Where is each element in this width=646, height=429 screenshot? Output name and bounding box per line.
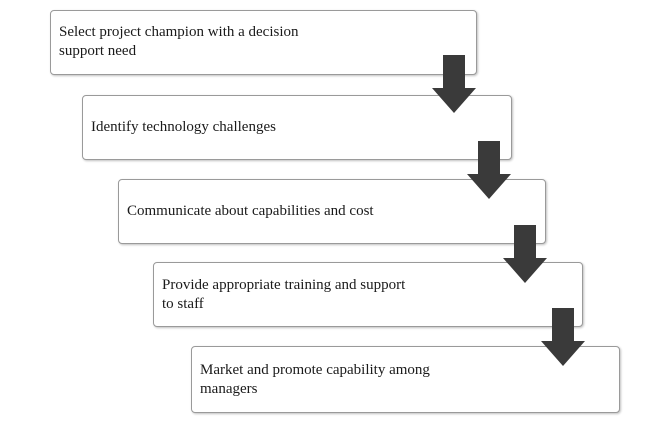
step-label: Select project champion with a decision … (59, 24, 299, 59)
step-communicate-capabilities: Communicate about capabilities and cost (118, 179, 546, 244)
down-arrow-icon (503, 225, 547, 283)
step-identify-technology-challenges: Identify technology challenges (82, 95, 512, 160)
step-provide-training: Provide appropriate training and support… (153, 262, 583, 327)
step-select-project-champion: Select project champion with a decision … (50, 10, 477, 75)
step-market-capability: Market and promote capability among mana… (191, 346, 620, 413)
down-arrow-icon (541, 308, 585, 366)
down-arrow-icon (467, 141, 511, 199)
down-arrow-icon (432, 55, 476, 113)
step-label: Communicate about capabilities and cost (127, 203, 374, 219)
step-label: Identify technology challenges (91, 119, 276, 135)
step-label: Provide appropriate training and support… (162, 276, 406, 312)
step-label: Market and promote capability among mana… (200, 361, 430, 397)
